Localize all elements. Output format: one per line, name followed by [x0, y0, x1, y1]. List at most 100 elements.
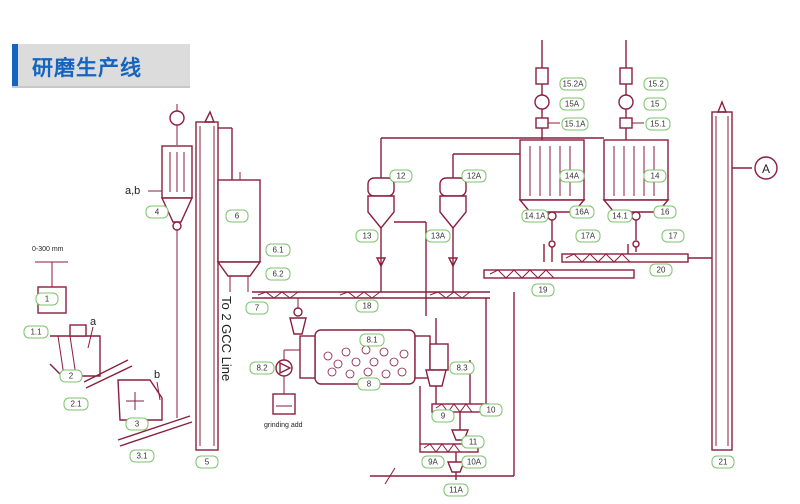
- label-15: 15: [643, 97, 667, 111]
- label-15-1a: 15.1A: [561, 117, 589, 131]
- svg-text:20: 20: [657, 266, 666, 275]
- label-14-1: 14.1: [607, 209, 633, 223]
- screw-conveyor-20: [561, 253, 689, 263]
- svg-text:15.1A: 15.1A: [565, 120, 587, 129]
- svg-text:5: 5: [205, 458, 210, 467]
- svg-text:14.1: 14.1: [612, 212, 628, 221]
- equipment-labels: 1 1.1 2 2.1 3 3.1 4 5 6 6.1 6.2 7 8 8.1 …: [23, 77, 735, 497]
- label-6-2: 6.2: [265, 267, 291, 281]
- svg-text:8.1: 8.1: [366, 336, 378, 345]
- fan-15a: [534, 40, 560, 140]
- title-accent-bar: [12, 44, 18, 86]
- screw-conveyor-9a: [419, 386, 479, 480]
- svg-text:15A: 15A: [565, 100, 580, 109]
- label-21: 21: [711, 455, 735, 469]
- svg-text:14: 14: [651, 172, 660, 181]
- dust-collector-4: [160, 104, 194, 418]
- label-12: 12: [389, 169, 413, 183]
- label-5: 5: [195, 455, 219, 469]
- label-14a: 14A: [559, 169, 585, 183]
- mill-balls: [323, 345, 409, 379]
- svg-text:2.1: 2.1: [70, 400, 82, 409]
- svg-text:16: 16: [661, 208, 670, 217]
- feed-valve-7: [289, 298, 307, 335]
- label-15-2: 15.2: [643, 77, 669, 91]
- note-b: b: [154, 369, 160, 381]
- title-bar: 研磨生产线: [12, 44, 190, 88]
- svg-text:4: 4: [155, 208, 160, 217]
- svg-text:8.3: 8.3: [456, 364, 468, 373]
- classifier-12: [367, 137, 604, 292]
- label-7: 7: [245, 301, 269, 315]
- ball-mill-8: [299, 329, 449, 385]
- label-9a: 9A: [421, 455, 445, 469]
- svg-text:18: 18: [363, 302, 372, 311]
- svg-text:9A: 9A: [428, 458, 438, 467]
- svg-text:21: 21: [719, 458, 728, 467]
- svg-text:6: 6: [235, 212, 240, 221]
- svg-text:13A: 13A: [431, 232, 446, 241]
- svg-text:15: 15: [651, 100, 660, 109]
- svg-text:15.2: 15.2: [648, 80, 664, 89]
- label-10a: 10A: [461, 455, 487, 469]
- svg-text:17: 17: [669, 232, 678, 241]
- svg-text:7: 7: [255, 304, 260, 313]
- label-11a: 11A: [443, 483, 469, 497]
- label-8-2: 8.2: [249, 361, 275, 375]
- svg-text:9: 9: [441, 412, 446, 421]
- label-8: 8: [357, 377, 381, 391]
- bag-filter-14a: [518, 139, 586, 240]
- conveyor-2-1: [83, 359, 133, 389]
- svg-text:12A: 12A: [467, 172, 482, 181]
- crusher-3: [117, 379, 163, 421]
- svg-text:1.1: 1.1: [30, 328, 42, 337]
- svg-text:13: 13: [363, 232, 372, 241]
- label-11: 11: [461, 435, 485, 449]
- svg-text:8: 8: [367, 380, 372, 389]
- label-8-3: 8.3: [449, 361, 475, 375]
- page-title: 研磨生产线: [32, 57, 142, 80]
- output-a-marker: [754, 156, 778, 180]
- label-13: 13: [355, 229, 379, 243]
- label-17: 17: [661, 229, 685, 243]
- label-2-1: 2.1: [63, 397, 89, 411]
- label-16a: 16A: [569, 205, 595, 219]
- grinding-additive-note: grinding add: [264, 422, 303, 429]
- bag-filter-14: [602, 139, 670, 240]
- label-10: 10: [479, 403, 503, 417]
- svg-text:15.1: 15.1: [650, 120, 666, 129]
- feed-size-note: 0-300 mm: [32, 246, 64, 253]
- svg-text:6.2: 6.2: [272, 270, 284, 279]
- label-15-1: 15.1: [645, 117, 671, 131]
- svg-text:2: 2: [69, 372, 74, 381]
- svg-text:3.1: 3.1: [136, 452, 148, 461]
- screw-conveyor-18: [252, 291, 490, 299]
- label-15-2a: 15.2A: [559, 77, 587, 91]
- svg-text:14.1A: 14.1A: [525, 212, 547, 221]
- label-14: 14: [643, 169, 667, 183]
- svg-text:19: 19: [539, 286, 548, 295]
- svg-text:12: 12: [397, 172, 406, 181]
- label-8-1: 8.1: [359, 333, 385, 347]
- svg-text:8.2: 8.2: [256, 364, 268, 373]
- fan-15: [618, 40, 644, 140]
- crusher-2: [49, 324, 101, 377]
- label-13a: 13A: [425, 229, 451, 243]
- bucket-elevator-5: [195, 110, 219, 451]
- label-20: 20: [649, 263, 673, 277]
- svg-text:10: 10: [487, 406, 496, 415]
- screw-conveyor-19: [483, 269, 635, 279]
- bucket-elevator-21: [711, 100, 733, 451]
- label-1: 1: [35, 292, 59, 306]
- label-16: 16: [653, 205, 677, 219]
- svg-text:11: 11: [469, 438, 478, 447]
- silo-6: [216, 172, 262, 292]
- svg-text:1: 1: [45, 295, 50, 304]
- label-18: 18: [355, 299, 379, 313]
- label-9: 9: [431, 409, 455, 423]
- label-12a: 12A: [461, 169, 487, 183]
- label-2: 2: [59, 369, 83, 383]
- valves-16a-17a: [543, 240, 556, 262]
- label-6: 6: [225, 209, 249, 223]
